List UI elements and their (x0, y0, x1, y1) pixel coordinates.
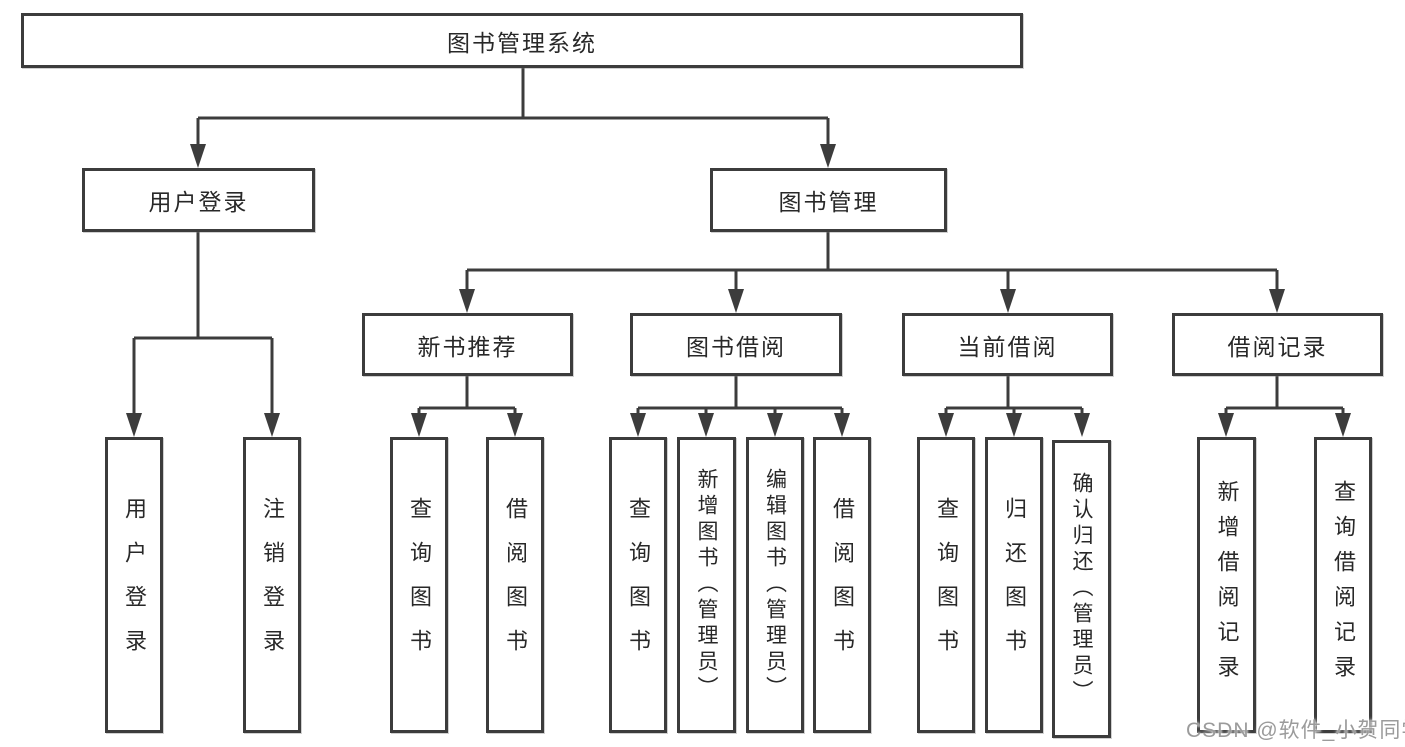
node-leaf-edit-book-admin-label: 编辑图书（管理员） (763, 468, 787, 702)
node-book-mgmt-label: 图书管理 (778, 189, 879, 215)
node-leaf-user-login: 用户登录 (105, 437, 163, 733)
node-book-mgmt: 图书管理 (710, 168, 947, 232)
arrowhead-current-borrow (1000, 289, 1016, 313)
connector-borrow-records-to-leaves (1224, 376, 1345, 419)
node-book-borrow: 图书借阅 (630, 313, 842, 376)
arrowhead-leaf-return-book (1006, 413, 1022, 437)
node-leaf-query-borrow-record: 查询借阅记录 (1314, 437, 1372, 733)
connector-root-to-level2 (196, 68, 830, 146)
arrowhead-leaf-borrow-book-rec (507, 413, 523, 437)
node-current-borrow-label: 当前借阅 (957, 333, 1058, 360)
node-leaf-borrow-book-rec: 借阅图书 (486, 437, 544, 733)
connector-user-login-to-leaves (132, 232, 274, 415)
arrowhead-leaf-confirm-return (1074, 413, 1090, 437)
node-root-label: 图书管理系统 (447, 29, 597, 56)
node-user-login-label: 用户登录 (148, 189, 249, 215)
arrowhead-leaf-query-book-current (938, 413, 954, 437)
node-new-book-rec: 新书推荐 (362, 313, 573, 376)
connector-book-borrow-to-leaves (636, 376, 844, 419)
node-leaf-add-book-admin: 新增图书（管理员） (677, 437, 736, 733)
node-leaf-query-book-rec: 查询图书 (390, 437, 448, 733)
arrowhead-leaf-logout (264, 413, 280, 437)
node-leaf-confirm-return-admin-label: 确认归还（管理员） (1070, 472, 1093, 706)
arrowhead-book-borrow (728, 289, 744, 313)
arrowhead-book-mgmt (820, 144, 836, 168)
node-leaf-logout: 注销登录 (243, 437, 301, 733)
arrowhead-new-book-rec (459, 289, 475, 313)
node-new-book-rec-label: 新书推荐 (417, 333, 518, 360)
watermark: CSDN @软件_小贺同学 (1186, 719, 1405, 742)
arrowhead-user-login (190, 144, 206, 168)
arrowhead-leaf-borrow-book (834, 413, 850, 437)
arrowhead-leaf-add-borrow-record (1218, 413, 1234, 437)
node-leaf-add-book-admin-label: 新增图书（管理员） (695, 468, 718, 702)
node-leaf-query-book-current-label: 查询图书 (934, 497, 959, 673)
node-book-borrow-label: 图书借阅 (686, 333, 786, 360)
node-leaf-confirm-return-admin: 确认归还（管理员） (1052, 440, 1111, 738)
arrowhead-leaf-edit-book (767, 413, 783, 437)
arrowhead-leaf-add-book (698, 413, 714, 437)
node-leaf-query-book-borrow-label: 查询图书 (626, 497, 651, 673)
node-borrow-records: 借阅记录 (1172, 313, 1383, 376)
connector-current-borrow-to-leaves (944, 376, 1084, 419)
node-user-login: 用户登录 (82, 168, 315, 232)
node-leaf-add-borrow-record-label: 新增借阅记录 (1214, 480, 1240, 690)
node-leaf-query-borrow-record-label: 查询借阅记录 (1331, 480, 1356, 690)
node-leaf-borrow-book-borrow: 借阅图书 (813, 437, 871, 733)
node-leaf-edit-book-admin: 编辑图书（管理员） (746, 437, 804, 733)
node-leaf-user-login-label: 用户登录 (122, 497, 147, 673)
node-leaf-query-book-rec-label: 查询图书 (407, 497, 432, 673)
node-leaf-return-book: 归还图书 (985, 437, 1043, 733)
arrowhead-leaf-query-book-rec (411, 413, 427, 437)
arrowhead-leaf-user-login (126, 413, 142, 437)
arrowhead-leaf-query-book-borrow (630, 413, 646, 437)
node-leaf-borrow-book-borrow-label: 借阅图书 (830, 497, 855, 673)
node-leaf-query-book-borrow: 查询图书 (609, 437, 667, 733)
node-borrow-records-label: 借阅记录 (1227, 333, 1328, 360)
node-current-borrow: 当前借阅 (902, 313, 1113, 376)
arrowhead-leaf-query-borrow-record (1335, 413, 1351, 437)
arrowhead-borrow-records (1269, 289, 1285, 313)
node-leaf-logout-label: 注销登录 (260, 497, 285, 673)
node-leaf-return-book-label: 归还图书 (1002, 497, 1027, 673)
connector-book-mgmt-to-level3 (465, 232, 1279, 291)
node-leaf-query-book-current: 查询图书 (917, 437, 975, 733)
node-leaf-add-borrow-record: 新增借阅记录 (1197, 437, 1256, 733)
node-root: 图书管理系统 (21, 13, 1023, 68)
connector-new-book-rec-to-leaves (417, 376, 517, 419)
node-leaf-borrow-book-rec-label: 借阅图书 (503, 497, 528, 673)
